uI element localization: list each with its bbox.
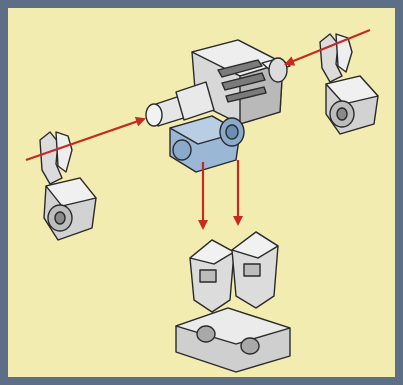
hip-joint [170, 116, 244, 172]
left-arm-part [40, 132, 96, 240]
robot-torso [146, 40, 290, 126]
legs-part [176, 232, 290, 372]
right-arm-part [320, 34, 378, 134]
